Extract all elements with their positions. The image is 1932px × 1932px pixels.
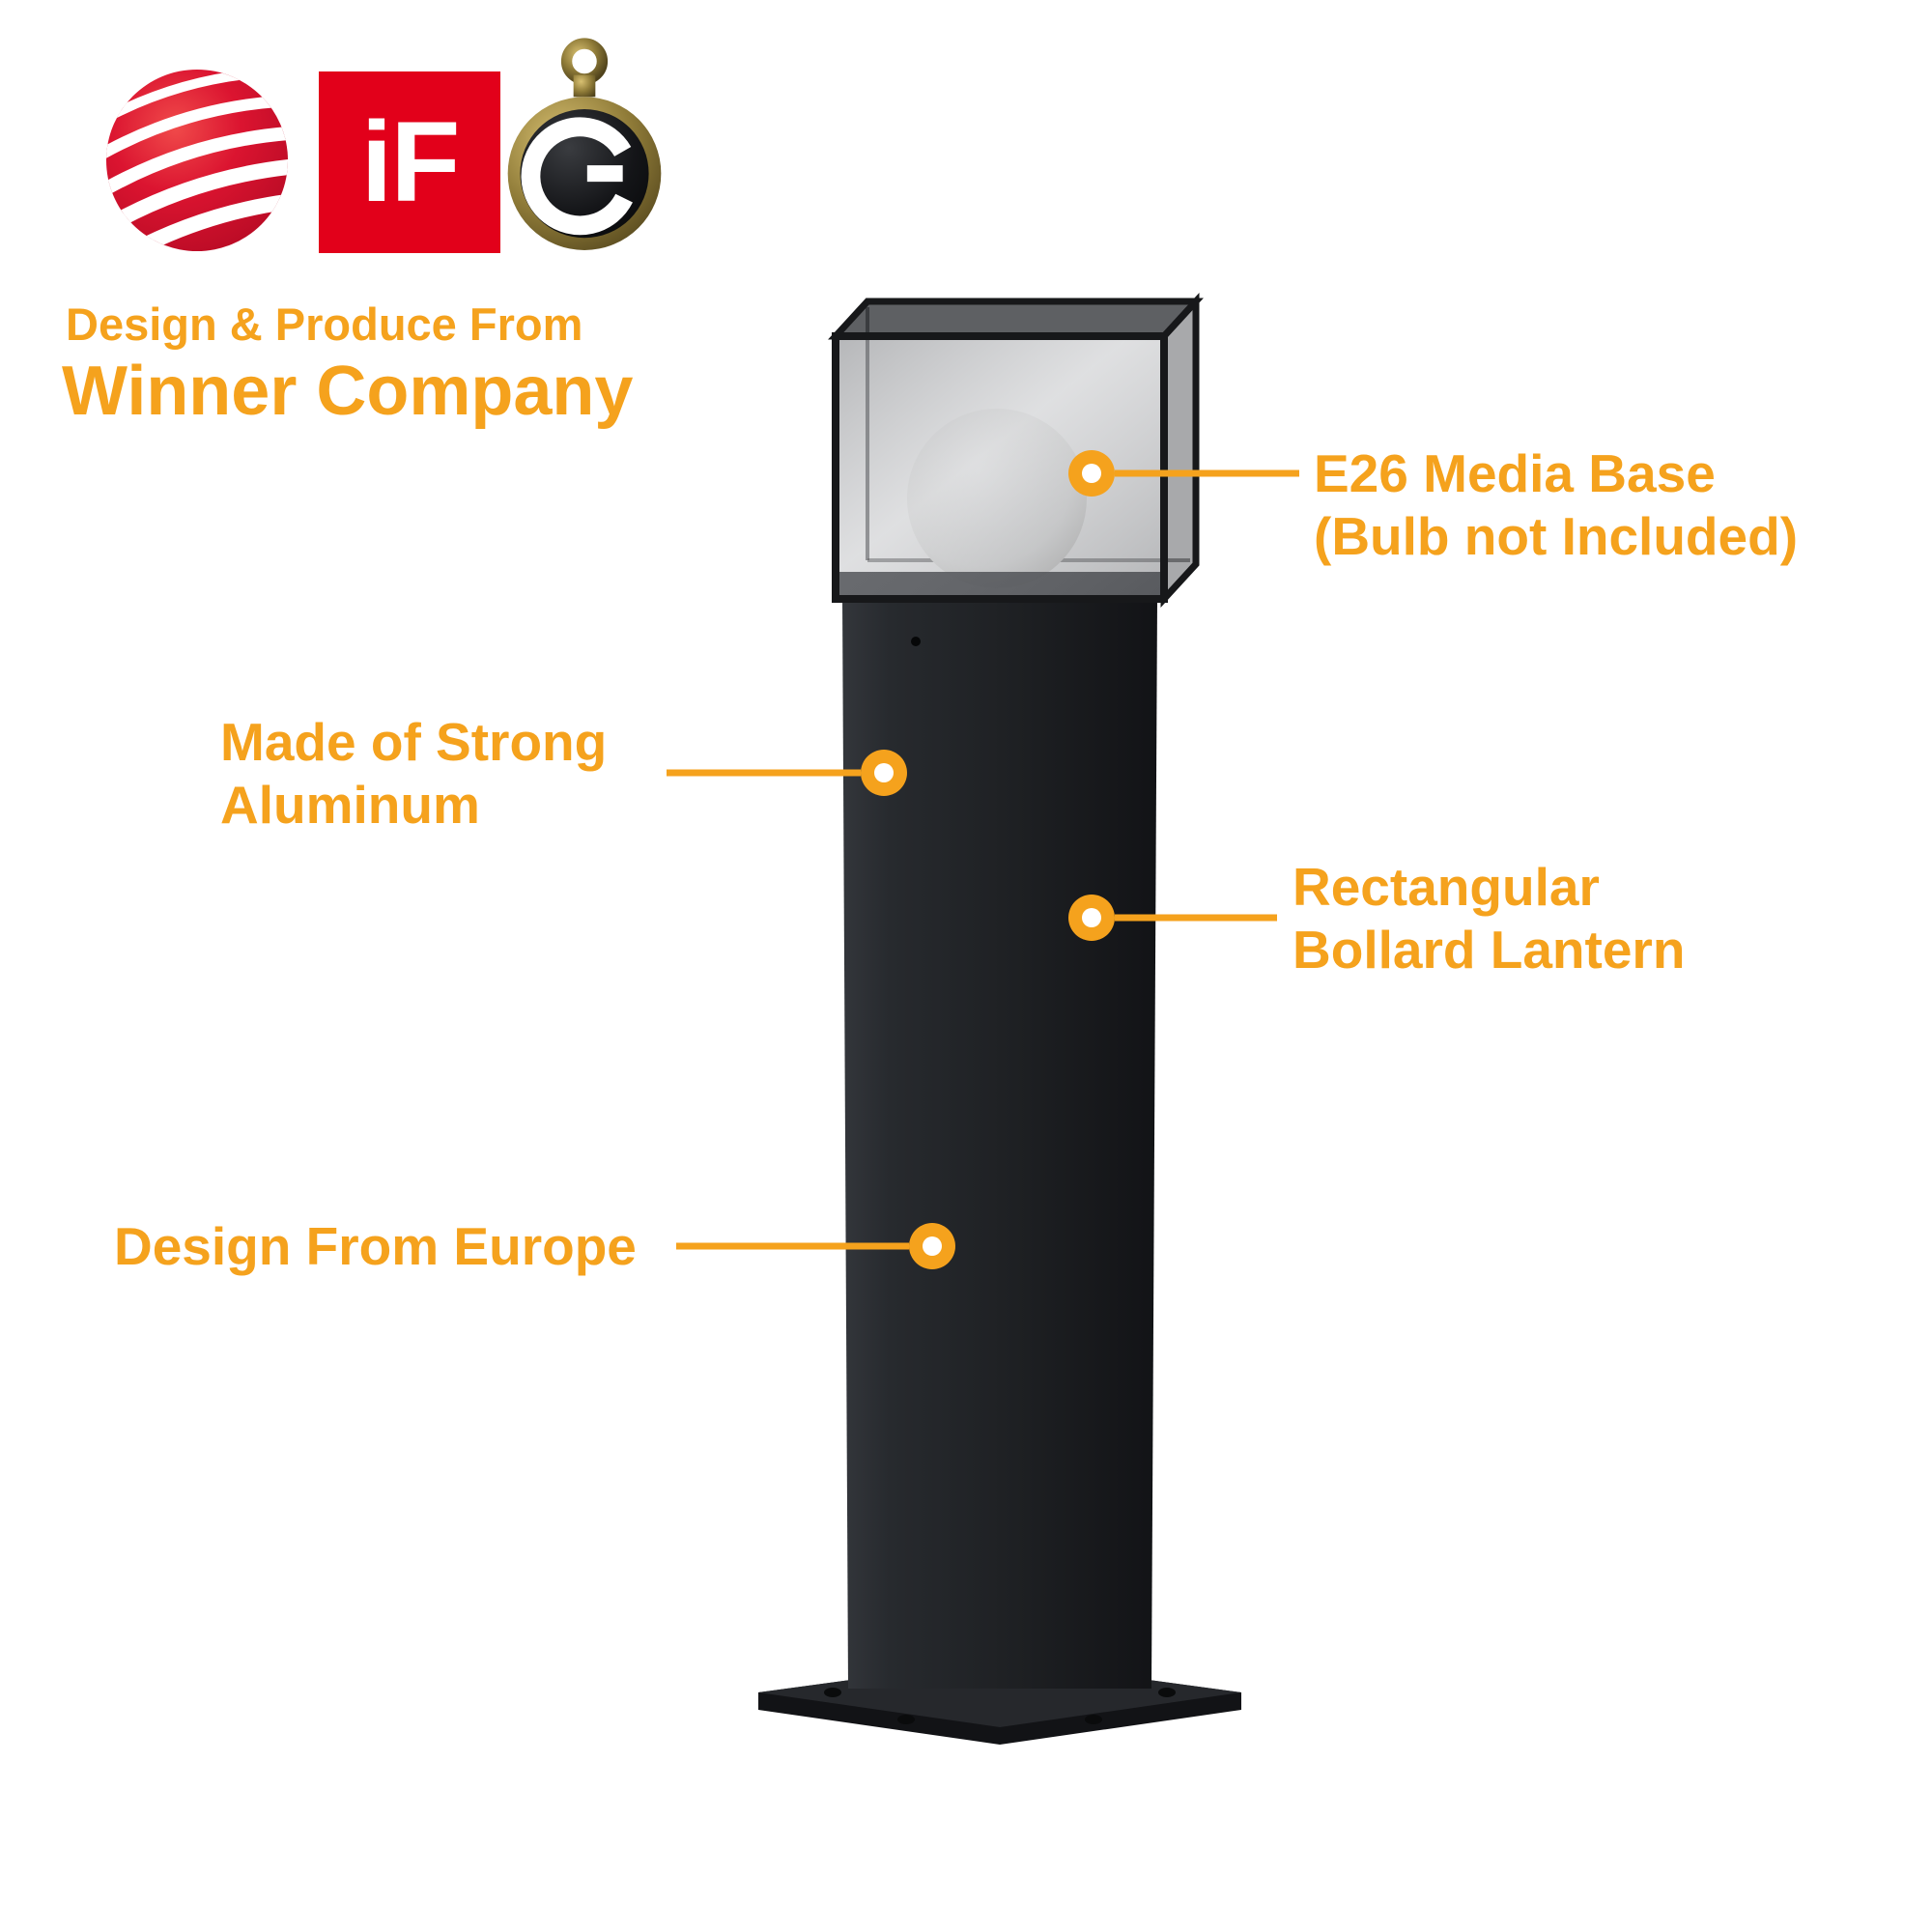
callout-europe-line1: Design From Europe bbox=[114, 1216, 637, 1276]
red-dot-award-icon bbox=[100, 64, 294, 257]
callout-dot-aluminum-center bbox=[874, 763, 894, 782]
callout-e26-line2: (Bulb not Included) bbox=[1314, 505, 1799, 566]
callout-dot-bollard-center bbox=[1082, 908, 1101, 927]
callout-dot-aluminum bbox=[861, 750, 907, 796]
design-award-medal-icon bbox=[502, 33, 667, 261]
lamp-glass-head bbox=[828, 293, 1204, 608]
callout-dots bbox=[861, 450, 1115, 1269]
medal-icon bbox=[507, 38, 662, 250]
screw-hole-icon bbox=[1085, 1715, 1102, 1724]
callout-e26-base: E26 Media Base (Bulb not Included) bbox=[1314, 442, 1798, 568]
light-bulb bbox=[907, 409, 1087, 588]
if-design-award-icon: iF bbox=[319, 71, 500, 253]
callout-dot-e26 bbox=[1068, 450, 1115, 497]
callout-dot-europe bbox=[909, 1223, 955, 1269]
callout-dot-europe-center bbox=[923, 1236, 942, 1256]
callout-leader-lines bbox=[667, 469, 1299, 1250]
callout-dot-bollard bbox=[1068, 895, 1115, 941]
callout-aluminum-line1: Made of Strong bbox=[220, 712, 608, 772]
callout-e26-line1: E26 Media Base bbox=[1314, 443, 1716, 503]
red-dot-sphere-icon bbox=[100, 67, 294, 257]
callout-dot-e26-center bbox=[1082, 464, 1101, 483]
header-title: Winner Company bbox=[62, 353, 634, 430]
screw-hole-icon bbox=[824, 1688, 841, 1697]
lamp-post bbox=[842, 599, 1157, 1689]
lamp-base-plate bbox=[758, 1660, 1241, 1745]
screw-hole-icon bbox=[897, 1715, 915, 1724]
post-vent-dot bbox=[911, 637, 921, 646]
if-badge-label: iF bbox=[360, 99, 461, 226]
callout-aluminum: Made of Strong Aluminum bbox=[220, 711, 607, 837]
callout-bollard: Rectangular Bollard Lantern bbox=[1293, 856, 1685, 981]
screw-hole-icon bbox=[1158, 1688, 1176, 1697]
callout-europe: Design From Europe bbox=[114, 1215, 637, 1278]
header-subtitle: Design & Produce From bbox=[66, 298, 583, 350]
callout-bollard-line2: Bollard Lantern bbox=[1293, 919, 1686, 980]
callout-bollard-line1: Rectangular bbox=[1293, 857, 1600, 917]
callout-aluminum-line2: Aluminum bbox=[220, 774, 480, 835]
